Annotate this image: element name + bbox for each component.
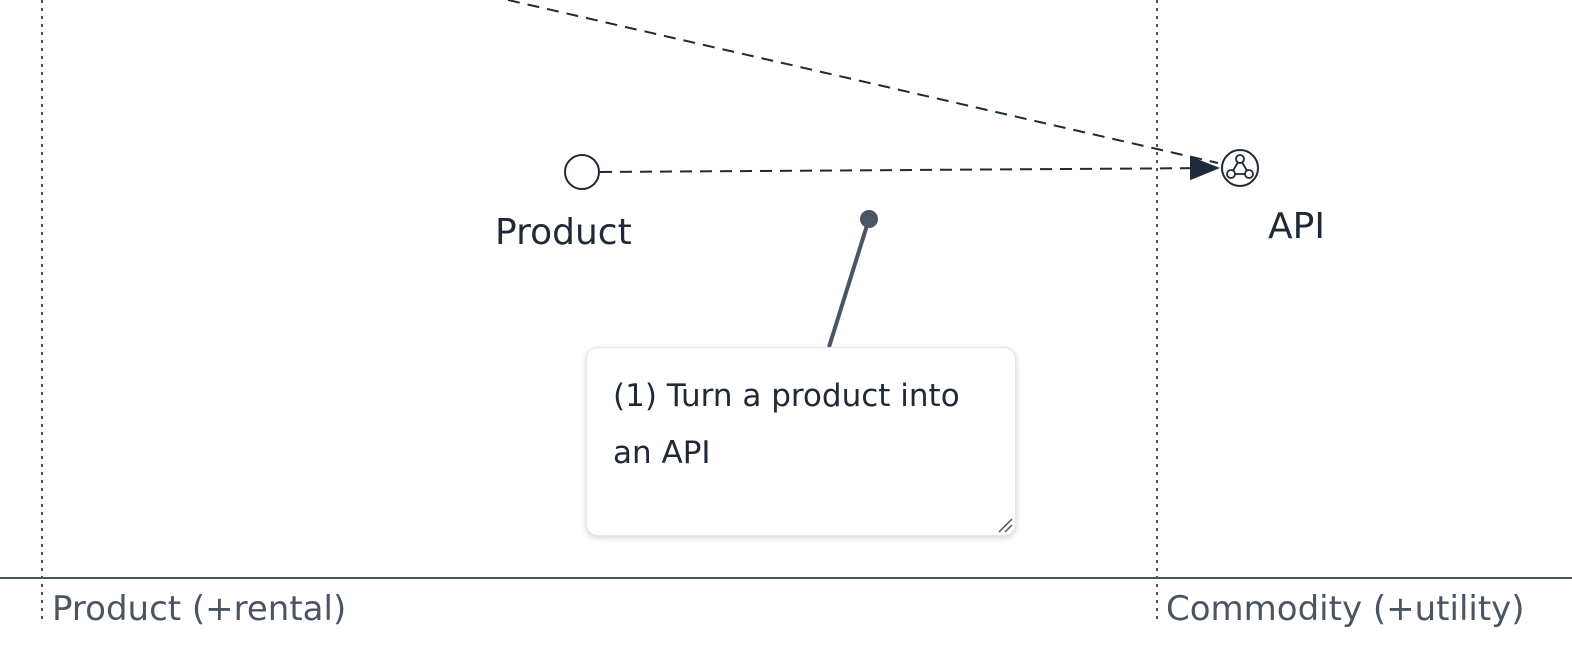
api-label[interactable]: API xyxy=(1268,206,1325,247)
note-anchor-handle[interactable] xyxy=(860,210,878,228)
dependency-link-offscreen-to-api[interactable] xyxy=(507,0,1219,164)
api-network-hub-icon[interactable] xyxy=(1221,149,1259,187)
evolution-arrow-product-to-api[interactable] xyxy=(599,156,1221,181)
note-card[interactable]: (1) Turn a product into an API xyxy=(586,347,1016,536)
product-circle-node-icon[interactable] xyxy=(564,154,600,190)
resize-handle-icon[interactable] xyxy=(995,515,1013,533)
stage-label-product: Product (+rental) xyxy=(52,589,347,629)
stage-label-commodity: Commodity (+utility) xyxy=(1166,589,1525,629)
note-text[interactable]: (1) Turn a product into an API xyxy=(613,378,960,471)
note-connector-line xyxy=(827,218,871,348)
product-label[interactable]: Product xyxy=(495,212,632,253)
